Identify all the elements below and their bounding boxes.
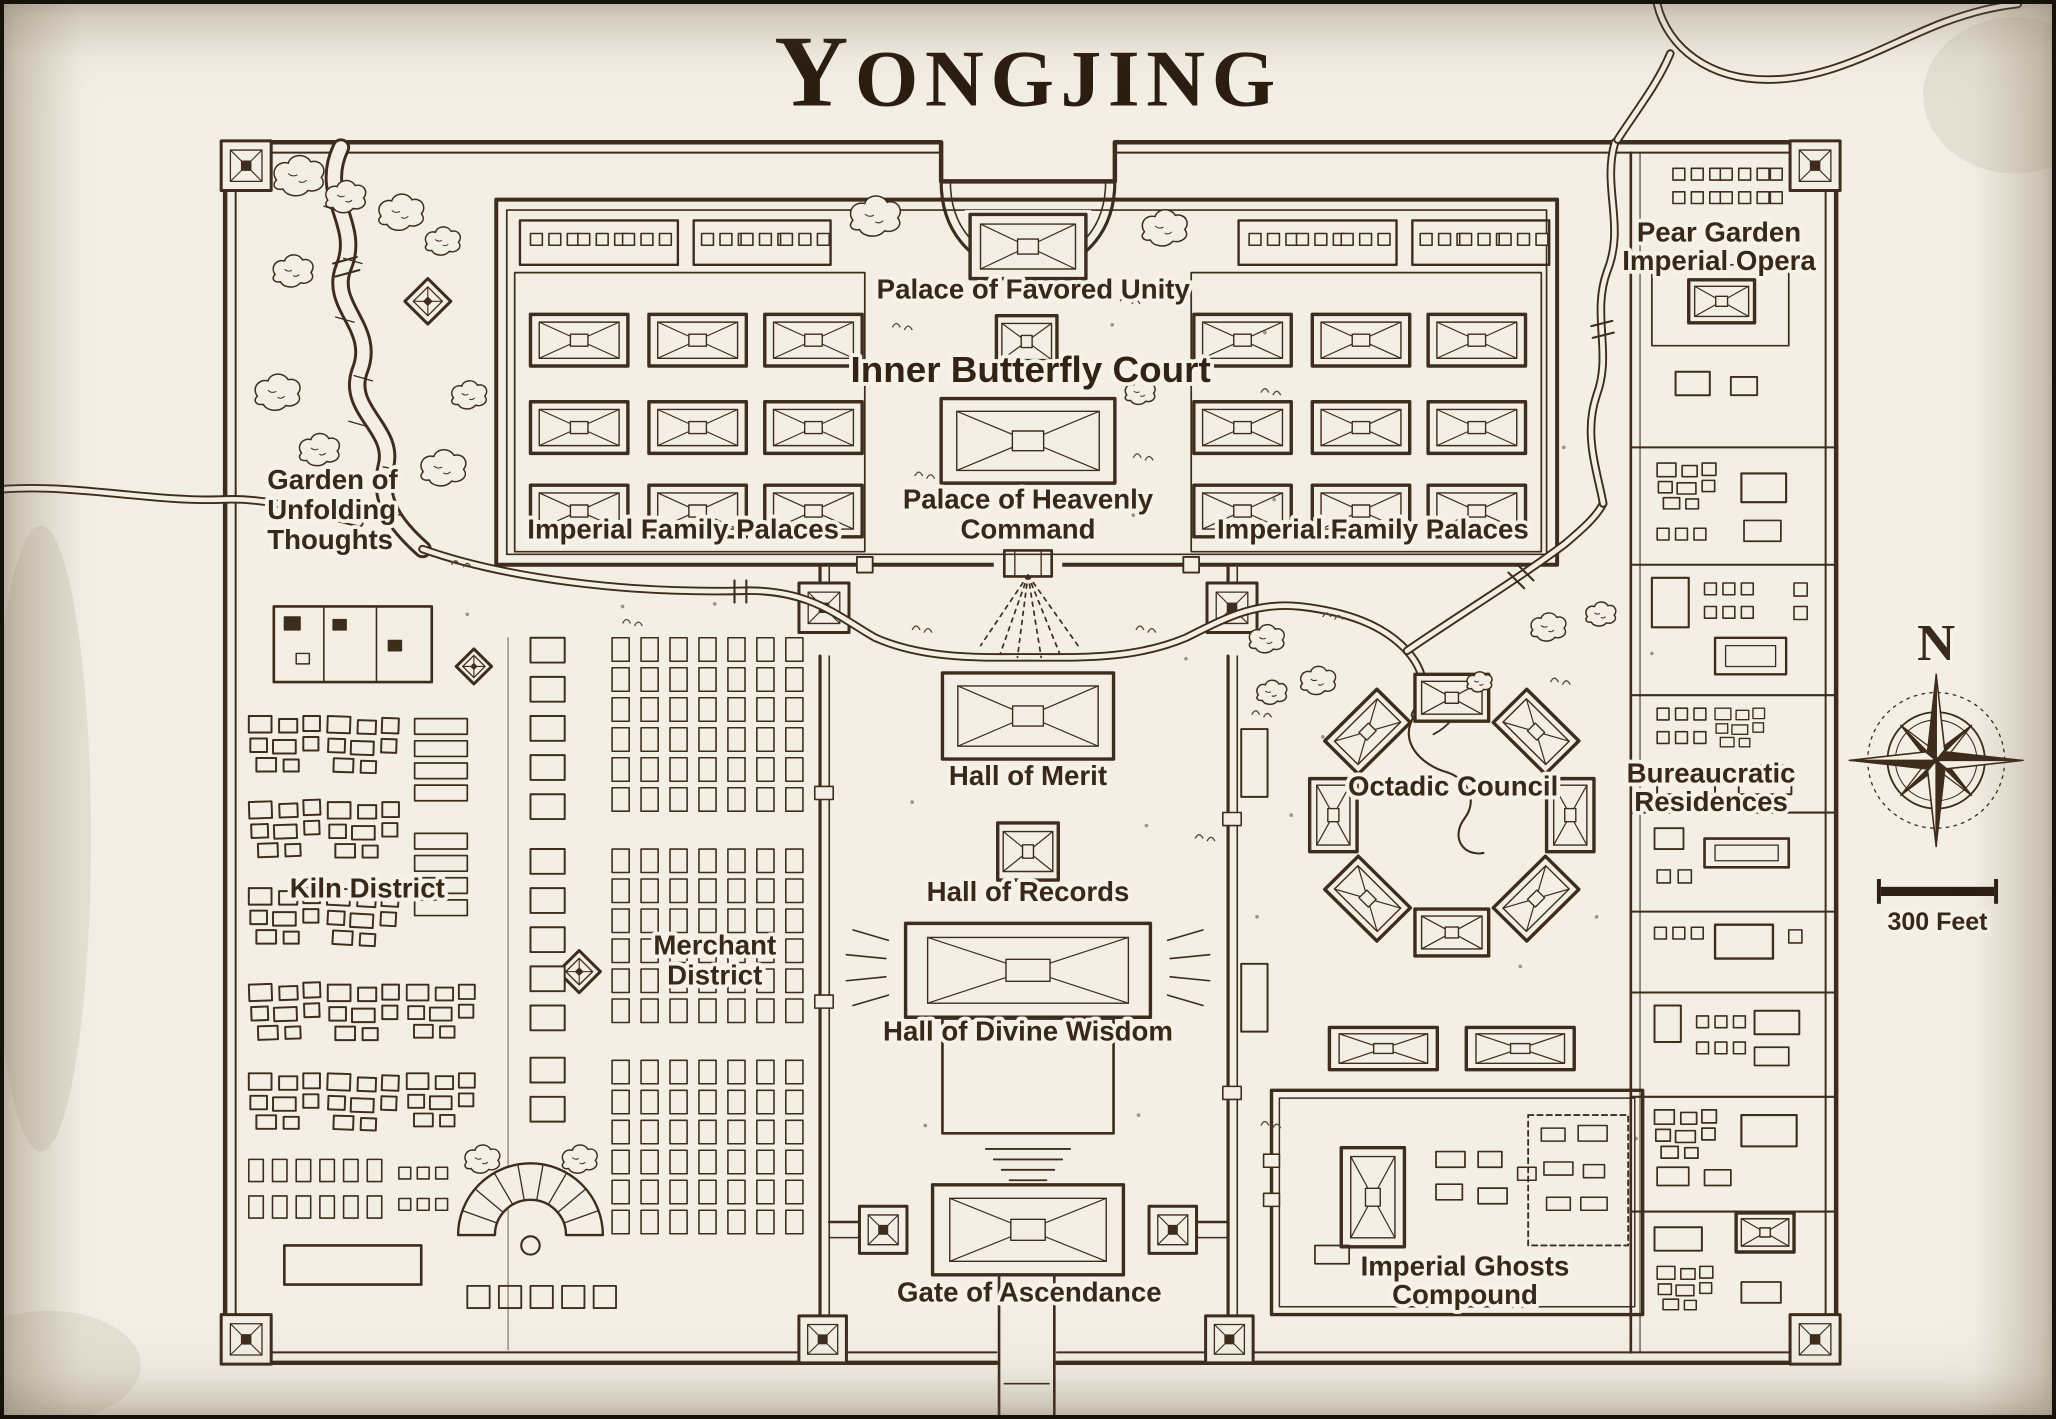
label-imperial-family-palaces-west: Imperial Family Palaces	[527, 514, 839, 545]
label-bureaucratic-residences-line1: Bureaucratic	[1627, 758, 1796, 789]
label-imperial-family-palaces-east: Imperial Family Palaces	[1217, 514, 1529, 545]
pear-garden-opera-buildings	[1651, 167, 1790, 397]
label-palace-of-heavenly-command-line1: Palace of Heavenly	[903, 484, 1154, 515]
kiln-district-buildings	[247, 715, 617, 1309]
compass-north-label: N	[1917, 614, 1955, 672]
label-kiln-district: Kiln District	[290, 872, 445, 903]
label-pear-garden-line1: Pear Garden	[1637, 216, 1801, 247]
octadic-council-structures	[1308, 672, 1596, 958]
label-merchant-district-line2: District	[667, 960, 762, 991]
scale-bar-label: 300 Feet	[1887, 908, 1987, 936]
label-pear-garden-line2: Imperial Opera	[1622, 245, 1816, 276]
label-hall-of-divine-wisdom: Hall of Divine Wisdom	[883, 1016, 1173, 1047]
label-garden-unfolding-line2: Unfolding	[267, 494, 396, 525]
label-gate-of-ascendance: Gate of Ascendance	[897, 1277, 1162, 1308]
imperial-palace-compound	[494, 197, 1560, 578]
label-inner-butterfly-court: Inner Butterfly Court	[851, 349, 1211, 390]
map-title: YONGJING	[774, 16, 1282, 128]
label-octadic-council: Octadic Council	[1348, 771, 1558, 802]
label-garden-unfolding-line1: Garden of	[267, 464, 398, 495]
imperial-ghosts-compound-structures	[1262, 1025, 1645, 1317]
label-palace-of-heavenly-command-line2: Command	[960, 514, 1095, 545]
compass-rose: N	[1848, 611, 2024, 848]
bureaucratic-residences-buildings	[1629, 151, 1838, 1354]
scale-bar: 300 Feet	[1876, 879, 1999, 939]
river	[4, 4, 2023, 719]
merchant-district-buildings	[456, 636, 804, 1351]
palace-of-favored-unity-structure	[939, 179, 1117, 284]
city-wall	[219, 138, 1843, 1367]
label-imperial-ghosts-line2: Compound	[1392, 1279, 1538, 1310]
garden-of-unfolding-thoughts-area	[272, 277, 602, 994]
label-hall-of-records: Hall of Records	[927, 876, 1130, 907]
label-bureaucratic-residences-line2: Residences	[1634, 786, 1788, 817]
label-garden-unfolding-line3: Thoughts	[267, 524, 393, 555]
label-merchant-district-line1: Merchant	[653, 930, 776, 961]
ground-speckles	[465, 286, 1654, 1141]
paper-texture	[4, 4, 2052, 1415]
label-palace-of-favored-unity: Palace of Favored Unity	[877, 274, 1191, 305]
label-hall-of-merit: Hall of Merit	[949, 760, 1107, 791]
city-map-svg: N 300 Feet YONGJING Palace of Favored Un…	[4, 4, 2052, 1415]
map-labels: YONGJING Palace of Favored Unity Inner B…	[263, 16, 1820, 1314]
label-imperial-ghosts-line1: Imperial Ghosts	[1361, 1251, 1570, 1282]
